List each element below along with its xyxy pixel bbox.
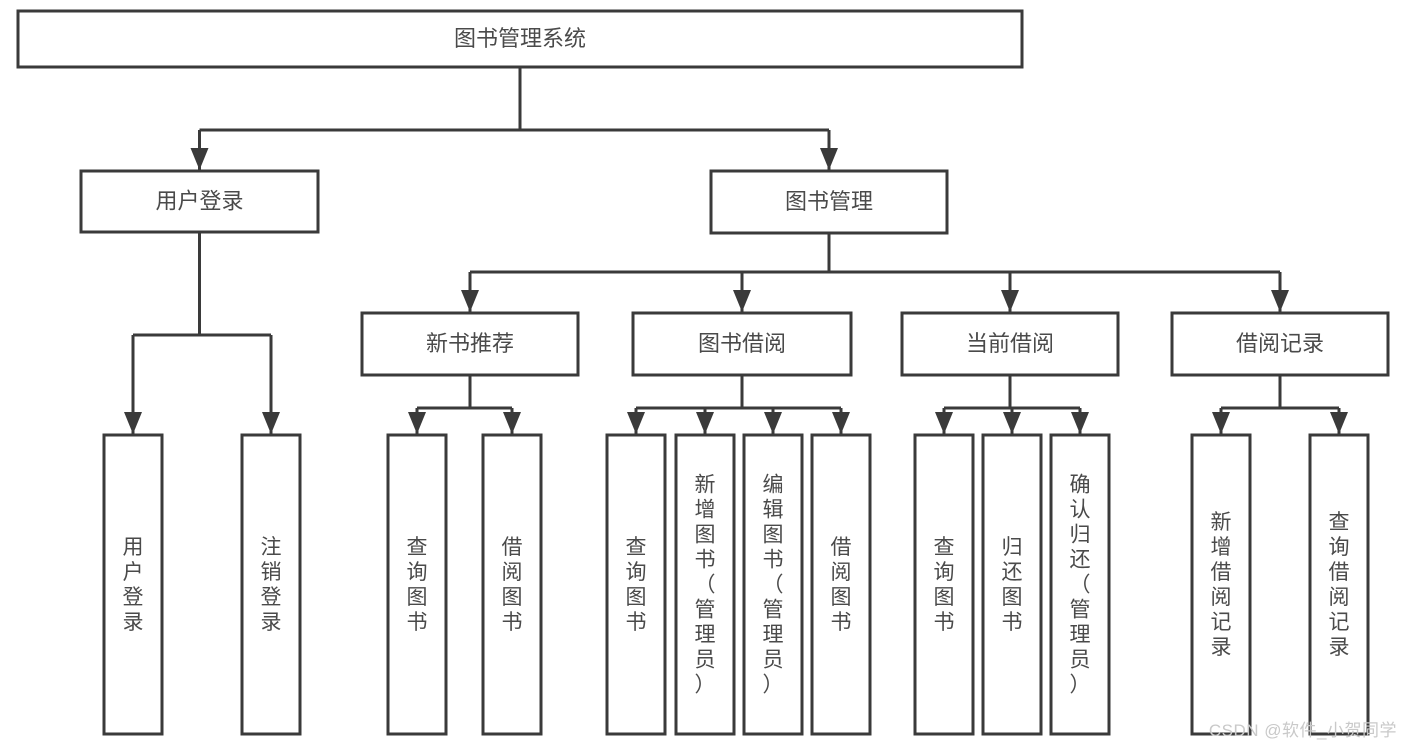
node-leaf-query-book-1-label: 查询图书 <box>407 536 428 634</box>
arrow-head-icon <box>1003 412 1021 434</box>
arrow-head-icon <box>124 412 142 434</box>
node-leaf-logout-box <box>240 433 302 736</box>
node-current-borrow[interactable]: 当前借阅 <box>900 311 1120 377</box>
arrow-head-icon <box>696 412 714 434</box>
node-leaf-add-record-box <box>1190 433 1252 736</box>
arrow-head-icon <box>1212 412 1230 434</box>
arrow-head-icon <box>764 412 782 434</box>
node-new-book-recommend[interactable]: 新书推荐 <box>360 311 580 377</box>
node-leaf-query-book-2[interactable]: 查询图书 <box>605 433 667 736</box>
node-leaf-return-book-label: 归还图书 <box>1002 536 1023 634</box>
node-book-manage-label: 图书管理 <box>785 189 873 214</box>
node-leaf-confirm-return[interactable]: 确认归还（管理员） <box>1049 433 1111 736</box>
node-leaf-borrow-book-2-box <box>810 433 872 736</box>
arrow-head-icon <box>461 290 479 312</box>
node-book-borrow-label: 图书借阅 <box>698 331 786 356</box>
node-leaf-add-book[interactable]: 新增图书（管理员） <box>674 433 736 736</box>
node-leaf-add-book-label: 新增图书（管理员） <box>695 474 716 697</box>
node-leaf-edit-book-box <box>742 433 804 736</box>
node-leaf-query-record-label: 查询借阅记录 <box>1329 511 1350 659</box>
node-book-manage[interactable]: 图书管理 <box>709 169 949 235</box>
arrow-head-icon <box>408 412 426 434</box>
node-leaf-query-book-3-box <box>913 433 975 736</box>
node-leaf-user-login-box <box>102 433 164 736</box>
node-leaf-borrow-book-1[interactable]: 借阅图书 <box>481 433 543 736</box>
arrow-head-icon <box>1271 290 1289 312</box>
node-user-login-box <box>79 169 320 234</box>
node-leaf-query-record-box <box>1308 433 1370 736</box>
node-user-login[interactable]: 用户登录 <box>79 169 320 234</box>
node-current-borrow-label: 当前借阅 <box>966 331 1054 356</box>
node-leaf-edit-book[interactable]: 编辑图书（管理员） <box>742 433 804 736</box>
node-borrow-record-box <box>1170 311 1390 377</box>
node-leaf-query-book-2-label: 查询图书 <box>626 536 647 634</box>
node-leaf-add-record[interactable]: 新增借阅记录 <box>1190 433 1252 736</box>
arrow-head-icon <box>1001 290 1019 312</box>
arrow-head-icon <box>733 290 751 312</box>
node-new-book-recommend-box <box>360 311 580 377</box>
node-leaf-add-book-box <box>674 433 736 736</box>
arrow-head-icon <box>262 412 280 434</box>
node-leaf-borrow-book-2[interactable]: 借阅图书 <box>810 433 872 736</box>
node-leaf-borrow-book-2-label: 借阅图书 <box>831 536 852 634</box>
node-leaf-query-book-1-box <box>386 433 448 736</box>
connectors-layer <box>124 67 1348 434</box>
node-root-box <box>16 9 1024 69</box>
arrow-head-icon <box>627 412 645 434</box>
node-leaf-borrow-book-1-label: 借阅图书 <box>502 536 523 634</box>
arrow-head-icon <box>832 412 850 434</box>
node-new-book-recommend-label: 新书推荐 <box>426 331 514 356</box>
node-leaf-user-login-label: 用户登录 <box>123 536 144 634</box>
node-root-label: 图书管理系统 <box>454 26 586 51</box>
node-user-login-label: 用户登录 <box>155 188 243 213</box>
node-leaf-borrow-book-1-box <box>481 433 543 736</box>
node-borrow-record-label: 借阅记录 <box>1236 331 1324 356</box>
nodes-layer: 图书管理系统用户登录图书管理新书推荐图书借阅当前借阅借阅记录用户登录注销登录查询… <box>16 9 1390 736</box>
node-current-borrow-box <box>900 311 1120 377</box>
node-leaf-query-book-3[interactable]: 查询图书 <box>913 433 975 736</box>
node-leaf-edit-book-label: 编辑图书（管理员） <box>763 474 784 697</box>
arrow-head-icon <box>190 148 209 170</box>
node-leaf-add-record-label: 新增借阅记录 <box>1211 511 1232 659</box>
node-leaf-logout-label: 注销登录 <box>261 536 282 634</box>
node-leaf-return-book-box <box>981 433 1043 736</box>
arrow-head-icon <box>935 412 953 434</box>
node-leaf-return-book[interactable]: 归还图书 <box>981 433 1043 736</box>
node-leaf-user-login[interactable]: 用户登录 <box>102 433 164 736</box>
arrow-head-icon <box>503 412 521 434</box>
node-root[interactable]: 图书管理系统 <box>16 9 1024 69</box>
node-leaf-query-record[interactable]: 查询借阅记录 <box>1308 433 1370 736</box>
node-leaf-query-book-2-box <box>605 433 667 736</box>
node-leaf-confirm-return-label: 确认归还（管理员） <box>1070 474 1091 697</box>
watermark-label: CSDN @软件_小贺同学 <box>1208 721 1397 740</box>
node-borrow-record[interactable]: 借阅记录 <box>1170 311 1390 377</box>
node-book-manage-box <box>709 169 949 235</box>
node-leaf-confirm-return-box <box>1049 433 1111 736</box>
node-leaf-logout[interactable]: 注销登录 <box>240 433 302 736</box>
node-leaf-query-book-1[interactable]: 查询图书 <box>386 433 448 736</box>
arrow-head-icon <box>1330 412 1348 434</box>
node-book-borrow-box <box>631 311 853 377</box>
arrow-head-icon <box>820 148 838 170</box>
node-leaf-query-book-3-label: 查询图书 <box>934 536 955 634</box>
node-book-borrow[interactable]: 图书借阅 <box>631 311 853 377</box>
arrow-head-icon <box>1071 412 1089 434</box>
